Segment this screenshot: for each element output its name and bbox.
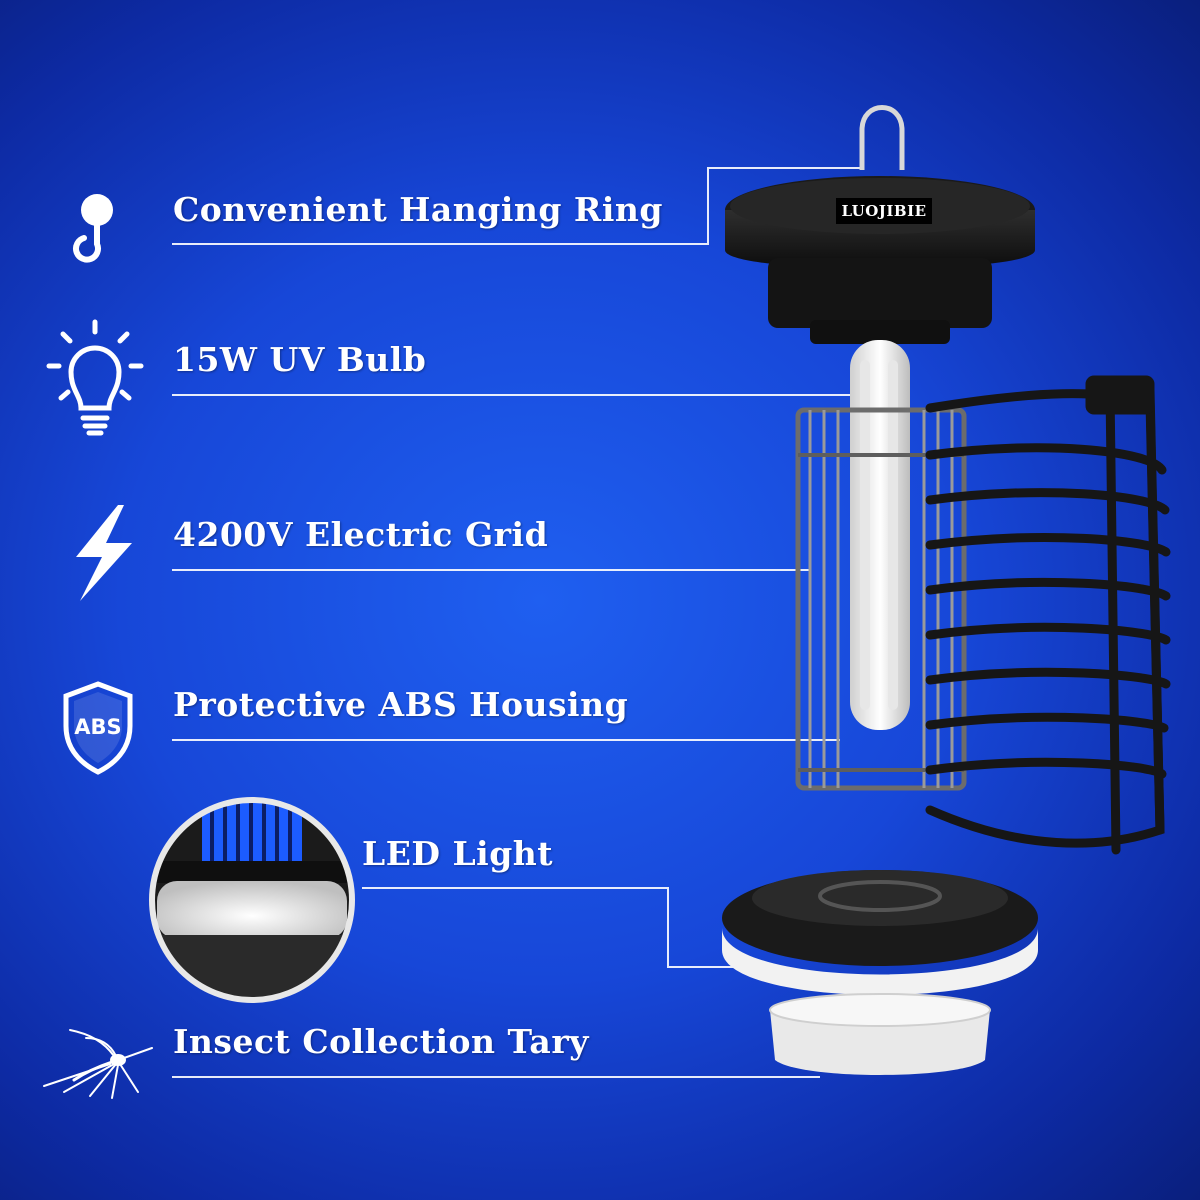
mosquito-icon (43, 1029, 153, 1099)
brand-logo: LUOJIBIE (836, 198, 932, 224)
lightning-icon (76, 505, 132, 601)
shield-icon: ABS (63, 681, 133, 775)
leader-line-led-light (362, 887, 760, 968)
leader-line-hanging-ring (172, 167, 860, 245)
feature-label-collection-tray: Insect Collection Tary (173, 1022, 589, 1061)
hook-icon (73, 194, 113, 263)
feature-label-electric-grid: 4200V Electric Grid (173, 515, 549, 554)
hanging-ring (859, 105, 905, 170)
feature-label-led-light: LED Light (362, 834, 554, 873)
led-closeup-icon (149, 797, 355, 1003)
lightbulb-icon (46, 319, 144, 436)
bug-zapper-lamp (722, 105, 1171, 1075)
feature-label-abs-housing: Protective ABS Housing (173, 685, 629, 724)
feature-label-uv-bulb: 15W UV Bulb (173, 340, 427, 379)
feature-label-hanging-ring: Convenient Hanging Ring (173, 190, 663, 229)
shield-icon-text: ABS (74, 715, 121, 739)
